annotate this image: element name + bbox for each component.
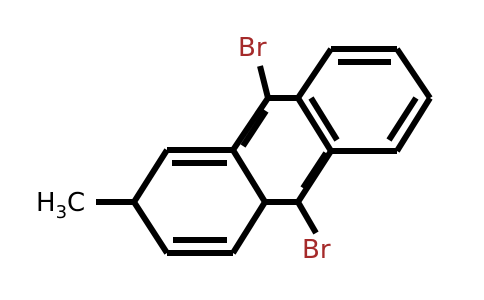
bond bbox=[386, 96, 419, 142]
bond bbox=[230, 200, 268, 255]
bond bbox=[295, 200, 319, 235]
bond bbox=[131, 148, 170, 204]
atom-label-br-top: Br bbox=[238, 33, 267, 63]
bond bbox=[308, 96, 340, 142]
bond bbox=[257, 65, 271, 99]
bond bbox=[394, 96, 433, 153]
methyl-subscript: 3 bbox=[56, 202, 67, 223]
bond bbox=[240, 109, 269, 148]
atom-label-methyl: H3C bbox=[36, 188, 85, 223]
bond bbox=[295, 96, 334, 153]
bond bbox=[300, 151, 329, 190]
bond bbox=[131, 200, 170, 255]
methyl-c: C bbox=[67, 188, 85, 218]
bond-skeleton bbox=[96, 46, 433, 256]
bond bbox=[394, 47, 433, 100]
methyl-h: H bbox=[36, 188, 56, 218]
bond bbox=[230, 148, 268, 204]
bond bbox=[230, 96, 271, 152]
bond bbox=[295, 47, 334, 100]
atom-label-br-bottom: Br bbox=[302, 235, 331, 265]
bond bbox=[295, 149, 334, 204]
